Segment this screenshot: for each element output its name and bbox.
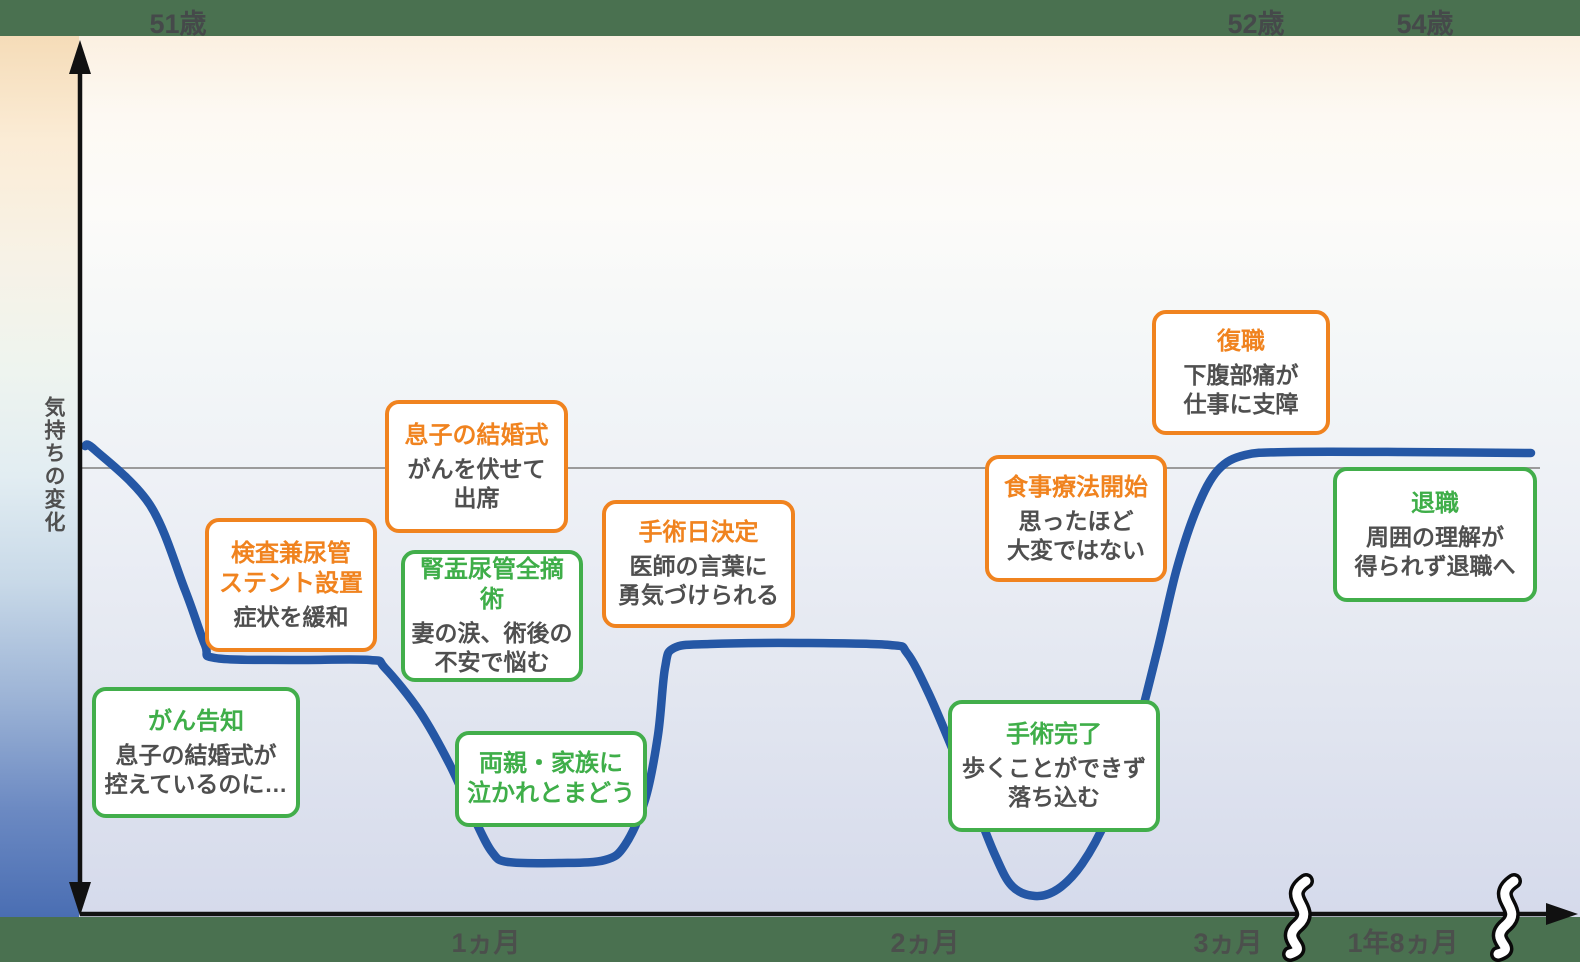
y-axis-label: 気持ちの変化 [42, 396, 65, 534]
event-box-nephroureterectomy: 腎盂尿管全摘術 妻の涙、術後の 不安で悩む [401, 550, 583, 682]
event-box-retirement: 退職 周囲の理解が 得られず退職へ [1333, 467, 1537, 602]
x-axis-right-arrow-icon [1546, 903, 1578, 925]
event-title: 息子の結婚式 [404, 421, 549, 449]
event-title: 手術日決定 [638, 519, 759, 547]
event-body: 妻の涙、術後の 不安で悩む [411, 620, 573, 675]
event-title: 腎盂尿管全摘術 [420, 556, 564, 614]
event-title: 両親・家族に 泣かれとまどう [467, 750, 635, 807]
age-label-51: 51歳 [149, 9, 207, 39]
event-title: 検査兼尿管 ステント設置 [219, 539, 363, 597]
age-label-54: 54歳 [1396, 9, 1454, 39]
time-label-1year8months: 1年8ヵ月 [1347, 928, 1459, 958]
event-title: 復職 [1217, 327, 1265, 355]
time-label-2months: 2ヵ月 [890, 928, 960, 958]
y-axis-down-arrow-icon [69, 882, 91, 916]
event-box-diet-therapy-start: 食事療法開始 思ったほど 大変ではない [985, 455, 1167, 582]
axis-break-marks [1282, 873, 1522, 962]
time-label-1month: 1ヵ月 [451, 928, 521, 958]
event-body: 周囲の理解が 得られず退職へ [1354, 523, 1516, 579]
y-axis-up-arrow-icon [69, 40, 91, 74]
event-title: 手術完了 [1006, 721, 1102, 749]
event-box-surgery-date-decided: 手術日決定 医師の言葉に 勇気づけられる [602, 500, 795, 628]
event-box-stent-placement: 検査兼尿管 ステント設置 症状を緩和 [205, 518, 377, 652]
event-box-surgery-completed: 手術完了 歩くことができず 落ち込む [948, 700, 1160, 832]
emotion-scale-gradient-strip [0, 36, 79, 917]
event-body: 息子の結婚式が 控えているのに… [104, 741, 288, 797]
event-body: 医師の言葉に 勇気づけられる [618, 553, 779, 608]
time-label-3months: 3ヵ月 [1193, 928, 1263, 958]
event-box-sons-wedding: 息子の結婚式 がんを伏せて 出席 [385, 400, 568, 533]
event-title: がん告知 [148, 707, 244, 735]
event-body: 歩くことができず 落ち込む [962, 755, 1146, 810]
event-title: 食事療法開始 [1004, 473, 1148, 501]
emotion-curve-line [80, 440, 1536, 901]
event-body: がんを伏せて 出席 [407, 455, 546, 511]
event-title: 退職 [1411, 489, 1459, 517]
event-box-family-crying: 両親・家族に 泣かれとまどう [455, 731, 647, 827]
age-label-52: 52歳 [1227, 9, 1285, 39]
event-box-cancer-diagnosis: がん告知 息子の結婚式が 控えているのに… [92, 687, 300, 818]
event-body: 下腹部痛が 仕事に支障 [1183, 361, 1299, 417]
event-box-return-to-work: 復職 下腹部痛が 仕事に支障 [1152, 310, 1330, 435]
event-body: 思ったほど 大変ではない [1007, 507, 1145, 563]
event-body: 症状を緩和 [233, 603, 349, 630]
